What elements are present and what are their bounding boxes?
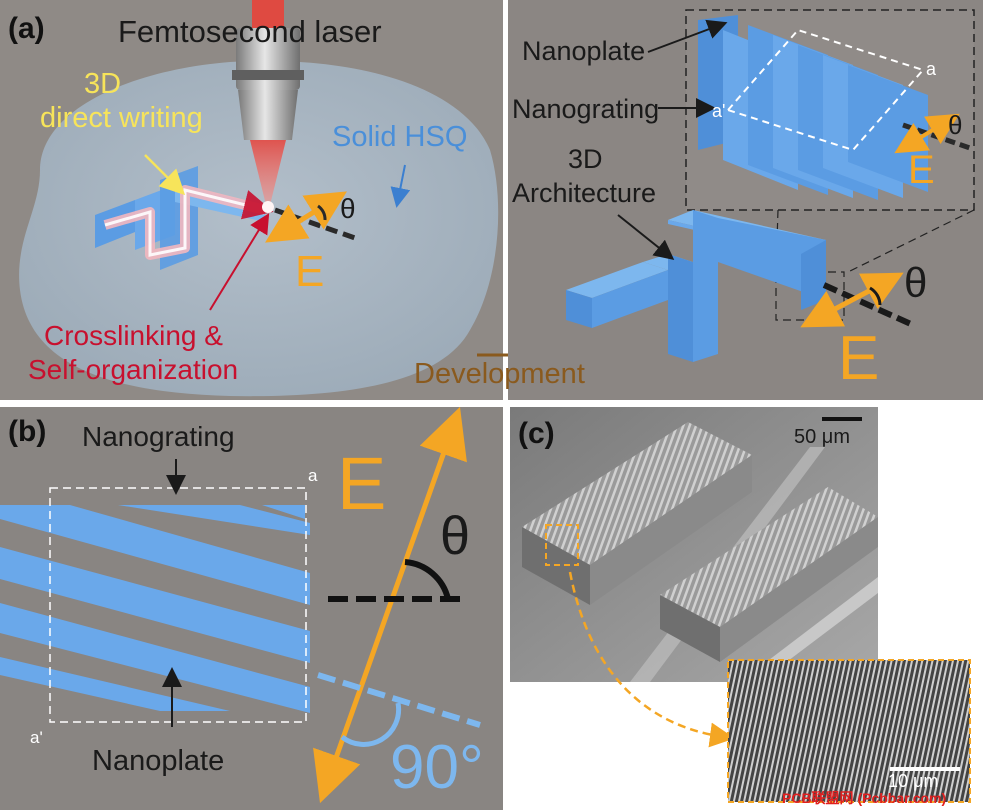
scale-bar-main <box>822 417 862 421</box>
writing-pointer <box>144 154 186 196</box>
panel-b-drawing <box>0 407 481 804</box>
focal-spot <box>262 201 274 213</box>
nanograting-label: Nanograting <box>512 94 660 124</box>
nanoplate-pointer <box>647 19 728 53</box>
nanoplate-label: Nanoplate <box>522 36 646 66</box>
inset-field-label: E <box>908 148 935 192</box>
angle-label-b: 90° <box>390 733 484 802</box>
perpendicular-axis-b <box>317 672 481 728</box>
section-label-a: a <box>926 59 937 79</box>
panel-b-tag: (b) <box>8 415 47 448</box>
field-label-b: E <box>337 442 387 525</box>
theta-label-b: θ <box>440 506 471 566</box>
zoom-connector <box>568 571 735 748</box>
objective-lens-tip <box>238 90 298 140</box>
main-field-label: E <box>838 324 880 393</box>
scale-bar-inset <box>890 767 960 771</box>
panel-c-sem: (c) 50 μm 10 μm PCB联盟网 (Pcbbar.com) <box>510 407 983 810</box>
nanoplate-stripes <box>0 505 310 713</box>
panel-a-architecture: Nanoplate Nanograting 3D Architecture a'… <box>508 0 983 400</box>
process-pointer <box>209 213 270 311</box>
sem-trench <box>740 577 878 682</box>
small-stripe <box>262 505 305 519</box>
panel-a-writing-drawing <box>19 0 499 397</box>
material-pointer <box>390 164 411 208</box>
architecture-label-line2: Architecture <box>512 178 657 208</box>
writing-label-line1: 3D <box>84 68 122 100</box>
main-theta-arc <box>869 286 882 306</box>
process-label-line2: Self-organization <box>28 354 239 385</box>
grating-region <box>49 487 307 723</box>
scale-label-main: 50 μm <box>794 426 850 448</box>
sem-block-2 <box>660 487 878 662</box>
zoom-marker <box>545 524 579 566</box>
laser-beam-top <box>252 0 284 30</box>
theta-label: θ <box>340 193 356 224</box>
development-label: Development <box>414 358 585 390</box>
section-label-a-prime-b: a' <box>30 728 43 747</box>
section-label-a-b: a <box>308 466 318 485</box>
panel-a-architecture-drawing <box>566 9 975 362</box>
sem-inset <box>727 659 971 803</box>
theta-arc-b <box>404 559 451 600</box>
panel-c-drawing <box>510 407 971 803</box>
nanoplate-label-b: Nanoplate <box>92 745 225 777</box>
architecture-pointer <box>617 214 675 260</box>
field-arrow <box>265 191 347 243</box>
inset-field-arrow <box>894 113 960 154</box>
section-label-a-prime: a' <box>712 101 726 121</box>
panel-a-tag: (a) <box>8 12 45 45</box>
theta-arc <box>317 204 327 221</box>
architecture-label-line1: 3D <box>568 144 603 174</box>
main-field-arrow <box>800 272 904 328</box>
field-label: E <box>295 247 325 296</box>
process-label-line1: Crosslinking & <box>44 320 223 351</box>
focused-beam <box>250 140 286 205</box>
panel-a-writing: (a) Femtosecond laser 3D direct writing … <box>0 0 503 400</box>
laser-label: Femtosecond laser <box>118 14 382 49</box>
material-label: Solid HSQ <box>332 121 468 153</box>
architecture-structure <box>566 210 826 362</box>
field-vector-b <box>313 407 467 804</box>
zoom-line-right <box>847 209 975 273</box>
watermark: PCB联盟网 (Pcbbar.com) <box>782 790 947 806</box>
panel-b-grating: (b) Nanograting a a' Nanoplate E θ 90° <box>0 407 503 810</box>
section-plane <box>726 28 925 152</box>
panel-c-tag: (c) <box>518 417 555 450</box>
main-theta-label: θ <box>904 259 928 306</box>
objective-lens-ring <box>232 70 304 80</box>
inset-theta-label: θ <box>948 110 963 140</box>
writing-label-line2: direct writing <box>40 102 203 134</box>
scale-label-inset: 10 μm <box>888 771 939 791</box>
right-angle-arc-b <box>340 702 402 747</box>
nanograting-label-b: Nanograting <box>82 421 235 452</box>
